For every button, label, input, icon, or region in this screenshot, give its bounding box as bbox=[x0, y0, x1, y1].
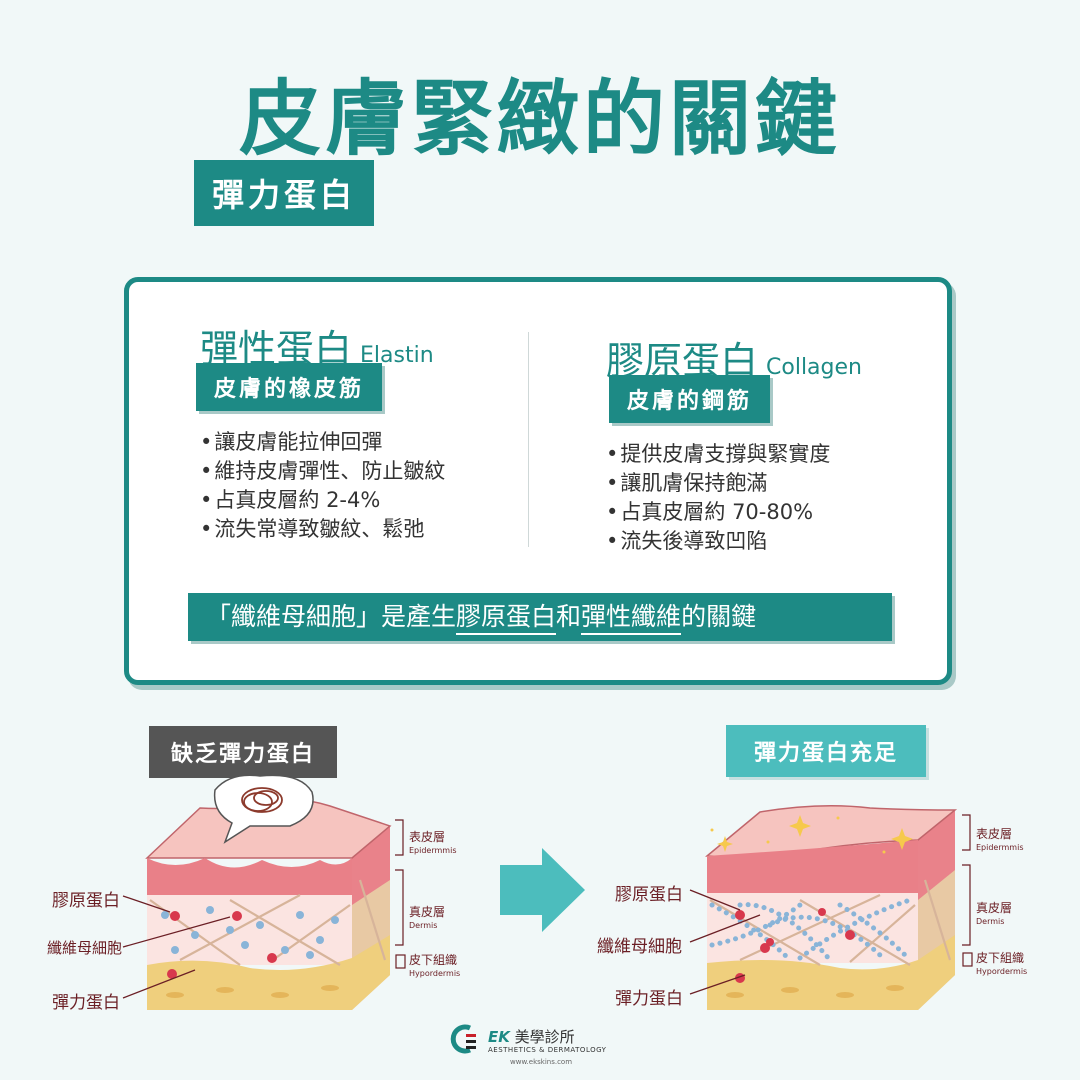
list-item: 占真皮層約 2-4% bbox=[200, 486, 445, 515]
ek-logo-icon bbox=[450, 1024, 476, 1054]
sparkle-icon bbox=[710, 815, 913, 854]
logo-url: www.ekskins.com bbox=[510, 1058, 573, 1066]
collagen-points: 提供皮膚支撐與緊實度 讓肌膚保持飽滿 占真皮層約 70-80% 流失後導致凹陷 bbox=[606, 440, 830, 556]
card-divider bbox=[528, 332, 529, 547]
collagen-tag: 皮膚的鋼筋 bbox=[609, 375, 771, 423]
layer-brackets-left bbox=[395, 819, 406, 969]
banner-elastic-fiber: 彈性纖維 bbox=[581, 602, 682, 635]
elastin-points: 讓皮膚能拉伸回彈 維持皮膚彈性、防止皺紋 占真皮層約 2-4% 流失常導致皺紋、… bbox=[200, 428, 445, 544]
subtitle-tag: 彈力蛋白 bbox=[194, 160, 375, 226]
skin-illustration bbox=[122, 774, 973, 1054]
list-item: 維持皮膚彈性、防止皺紋 bbox=[200, 457, 445, 486]
list-item: 占真皮層約 70-80% bbox=[606, 498, 830, 527]
left-label-elastin: 彈力蛋白 bbox=[52, 993, 120, 1013]
list-item: 讓肌膚保持飽滿 bbox=[606, 469, 830, 498]
state-lacking-tag: 缺乏彈力蛋白 bbox=[149, 726, 338, 778]
state-sufficient-tag: 彈力蛋白充足 bbox=[726, 725, 927, 777]
banner-text-3: 和 bbox=[556, 602, 582, 631]
list-item: 流失後導致凹陷 bbox=[606, 527, 830, 556]
skin-block-sufficient bbox=[689, 805, 958, 1010]
logo-tagline: AESTHETICS & DERMATOLOGY bbox=[488, 1046, 607, 1054]
right-label-elastin: 彈力蛋白 bbox=[615, 989, 683, 1009]
right-label-fibroblast: 纖維母細胞 bbox=[597, 937, 682, 957]
banner-text-5: 的關鍵 bbox=[681, 602, 757, 631]
left-label-collagen: 膠原蛋白 bbox=[52, 891, 120, 911]
elastin-tag: 皮膚的橡皮筋 bbox=[196, 363, 383, 411]
list-item: 讓皮膚能拉伸回彈 bbox=[200, 428, 445, 457]
list-item: 流失常導致皺紋、鬆弛 bbox=[200, 515, 445, 544]
list-item: 提供皮膚支撐與緊實度 bbox=[606, 440, 830, 469]
arrow-icon bbox=[500, 848, 585, 932]
banner-collagen: 膠原蛋白 bbox=[456, 602, 557, 635]
left-label-fibroblast: 纖維母細胞 bbox=[47, 939, 123, 957]
banner-text-1: 「纖維母細胞」是產生 bbox=[206, 602, 457, 631]
main-title: 皮膚緊緻的關鍵 bbox=[238, 72, 841, 167]
collagen-name-en: Collagen bbox=[766, 355, 862, 380]
logo-name: EK 美學診所 bbox=[488, 1028, 575, 1046]
skin-block-lacking bbox=[122, 774, 392, 1010]
fibroblast-banner: 「纖維母細胞」是產生膠原蛋白和彈性纖維的關鍵 bbox=[188, 593, 892, 641]
layer-brackets-right bbox=[962, 814, 973, 967]
right-label-collagen: 膠原蛋白 bbox=[615, 885, 683, 905]
